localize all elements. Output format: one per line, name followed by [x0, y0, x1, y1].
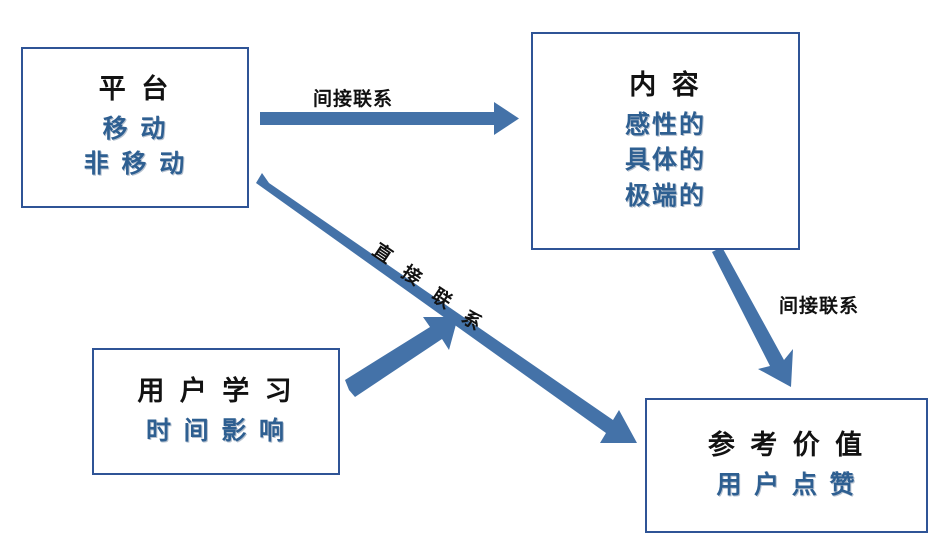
node-content-item-0: 感性的: [624, 109, 706, 139]
node-reference[interactable]: 参 考 价 值 用 户 点 赞: [645, 398, 928, 533]
node-reference-title: 参 考 价 值: [707, 429, 866, 461]
node-content-item-2: 极端的: [624, 180, 706, 210]
node-user-learning-title: 用 户 学 习: [137, 375, 295, 407]
node-reference-item-0: 用 户 点 赞: [716, 469, 857, 499]
node-user-learning-item-0: 时 间 影 响: [145, 415, 287, 445]
node-platform-item-0: 移 动: [102, 113, 168, 143]
arrow-content-to-reference: [712, 247, 793, 387]
node-content-title: 内 容: [629, 69, 702, 101]
edge-label-char-3: 系: [457, 306, 486, 336]
arrow-user-learning-to-link: [345, 317, 458, 397]
node-content-item-1: 具体的: [624, 145, 706, 175]
arrow-platform-to-reference: [256, 173, 637, 443]
edge-label-char-2: 联: [427, 284, 456, 314]
node-content[interactable]: 内 容 感性的 具体的 极端的: [531, 32, 800, 250]
node-user-learning[interactable]: 用 户 学 习 时 间 影 响: [92, 348, 340, 475]
node-platform[interactable]: 平 台 移 动 非 移 动: [21, 47, 249, 208]
edge-label-platform-to-content: 间接联系: [313, 88, 394, 110]
node-platform-title: 平 台: [98, 74, 172, 106]
edge-label-char-0: 直: [368, 239, 397, 269]
arrow-platform-to-content: [260, 102, 519, 135]
edge-label-content-to-reference: 间接联系: [779, 295, 860, 317]
edge-label-char-1: 接: [397, 261, 426, 291]
node-platform-item-1: 非 移 动: [83, 149, 187, 179]
